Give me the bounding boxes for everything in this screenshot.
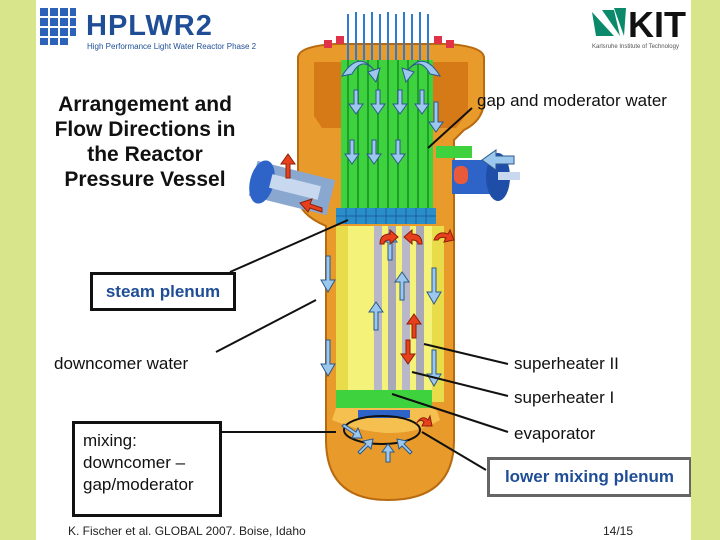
- hplwr-logo-subtitle: High Performance Light Water Reactor Pha…: [87, 42, 257, 51]
- label-steam-plenum: steam plenum: [90, 272, 236, 311]
- label-mixing: mixing: downcomer – gap/moderator: [72, 421, 222, 517]
- label-superheater-1: superheater I: [514, 388, 615, 407]
- flow-arrows-red: [280, 153, 455, 427]
- label-superheater-2: superheater II: [514, 354, 619, 373]
- control-rod-drives: [347, 12, 429, 60]
- label-evaporator: evaporator: [514, 424, 596, 443]
- leader-lines: [212, 107, 509, 471]
- svg-text:KIT: KIT: [628, 4, 686, 45]
- outlet-nozzle: [248, 160, 336, 216]
- hplwr-logo-name: HPLWR2: [86, 10, 213, 42]
- kit-logo-subtitle: Karlsruhe Institute of Technology: [592, 44, 679, 50]
- label-lower-mixing-plenum: lower mixing plenum: [487, 457, 691, 497]
- footer-citation: K. Fischer et al. GLOBAL 2007. Boise, Id…: [68, 524, 306, 538]
- lower-core-grid: [336, 390, 432, 408]
- label-downcomer-water: downcomer water: [54, 354, 189, 373]
- inlet-flow-arrow: [481, 149, 515, 171]
- label-gap-moderator: gap and moderator water: [477, 91, 667, 110]
- mixing-ellipse: [343, 415, 421, 445]
- slide-title: Arrangement and Flow Directions in the R…: [54, 93, 236, 191]
- kit-logo-icon: KIT: [592, 4, 686, 45]
- page-number: 14/15: [603, 524, 634, 538]
- reactor-pressure-vessel-diagram: KIT: [38, 4, 686, 502]
- hplwr-logo-icon: [38, 6, 78, 46]
- slide: KIT: [36, 0, 691, 540]
- right-border-stripe: [691, 0, 720, 540]
